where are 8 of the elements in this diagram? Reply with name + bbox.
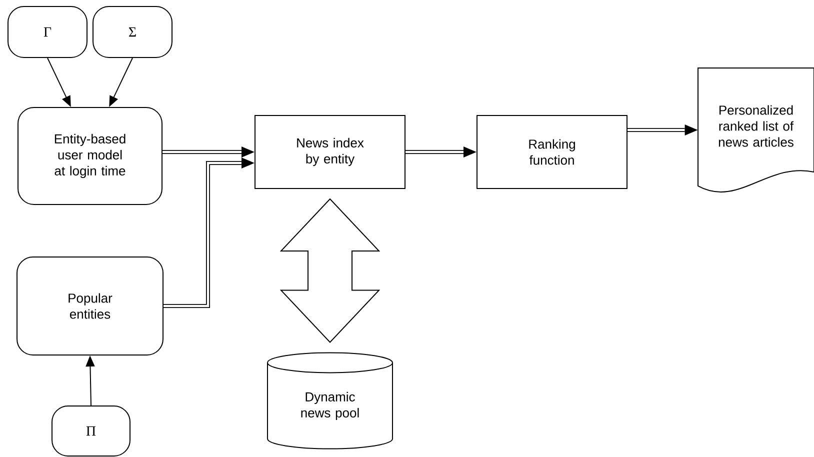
arrow bbox=[628, 124, 698, 136]
process-box: Ranking function bbox=[476, 115, 628, 189]
process-box: News index by entity bbox=[254, 115, 406, 189]
document-shape: Personalized ranked list of news articles bbox=[698, 68, 814, 192]
database-cylinder: Dynamic news pool bbox=[267, 352, 393, 450]
arrow bbox=[162, 146, 254, 158]
arrow bbox=[164, 158, 254, 308]
arrow bbox=[406, 146, 476, 158]
